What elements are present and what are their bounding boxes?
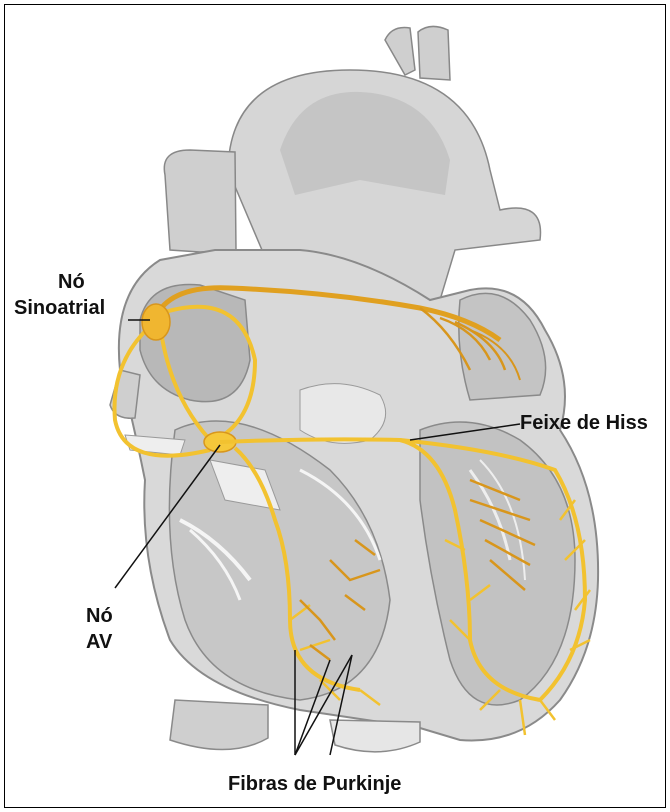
purkinje-label: Fibras de Purkinje: [228, 772, 401, 796]
bundle-his-label: Feixe de Hiss: [520, 411, 648, 435]
sa-node-label-line2: Sinoatrial: [14, 296, 105, 320]
av-node-label-line2: AV: [86, 630, 112, 654]
heart-body: [110, 250, 598, 752]
av-node-label-line1: Nó: [86, 604, 113, 628]
sa-node-label-line1: Nó: [58, 270, 85, 294]
